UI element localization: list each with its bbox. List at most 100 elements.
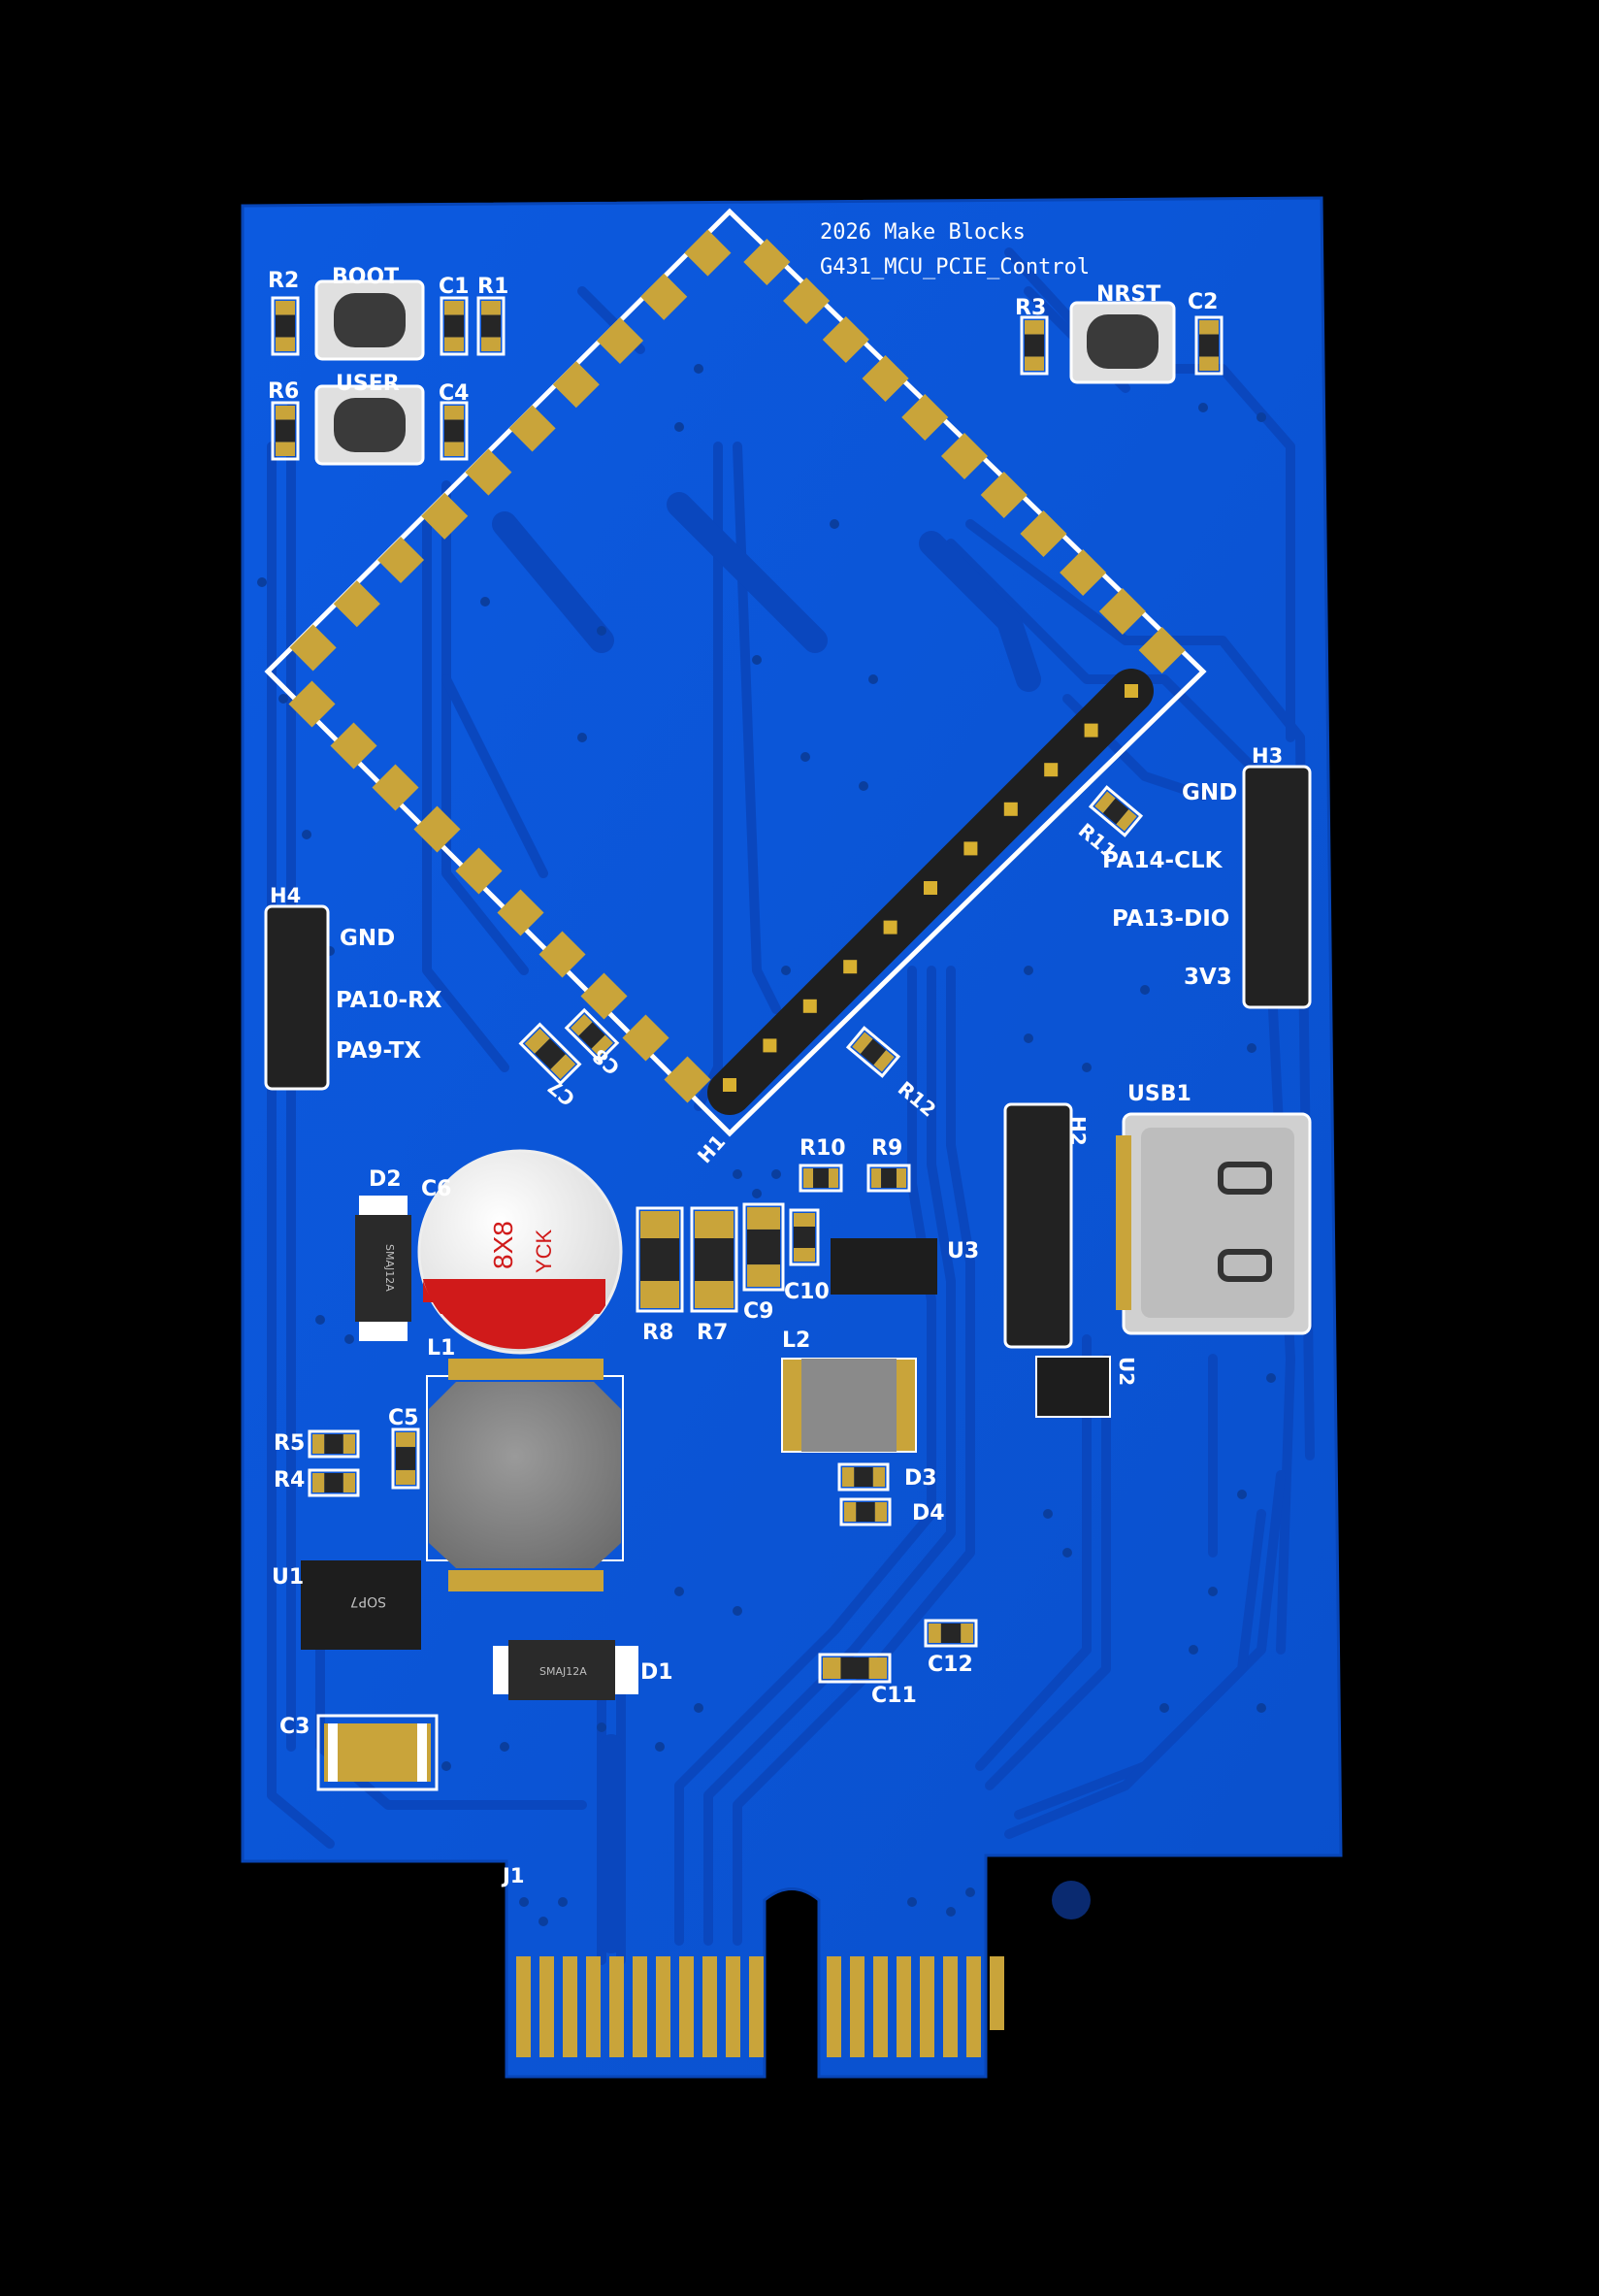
smd-pad [276, 301, 295, 315]
smd-pad [852, 1032, 873, 1055]
smd-pad [1116, 808, 1137, 832]
pcie-finger [897, 1956, 911, 2057]
via [441, 1761, 451, 1771]
label-R4: R4 [274, 1468, 305, 1492]
label-C12: C12 [928, 1653, 973, 1677]
r7-resistor [690, 1206, 738, 1313]
module-pad [372, 764, 419, 811]
h3-pin-4: 3V3 [1184, 965, 1232, 990]
module-pad [552, 361, 600, 409]
module-pad [538, 931, 586, 978]
smd-pad [444, 406, 464, 420]
via [1024, 966, 1033, 975]
pcie-finger [943, 1956, 958, 2057]
smd-pad [640, 1211, 679, 1238]
u3-chip [831, 1238, 937, 1295]
smd-pad [868, 1657, 887, 1679]
via [859, 781, 868, 791]
smd-body [481, 314, 501, 338]
h4-pin-1: GND [340, 926, 395, 951]
r6-resistor [271, 401, 300, 461]
label-USER: USER [336, 372, 400, 396]
smd-pad [896, 1168, 906, 1188]
smd-body [854, 1467, 873, 1487]
smd-pad [961, 1624, 973, 1643]
label-USB1: USB1 [1127, 1082, 1191, 1106]
via [1140, 985, 1150, 995]
smd-body [444, 419, 464, 443]
label-C2: C2 [1188, 290, 1218, 314]
h4-pin-2: PA10-RX [336, 988, 442, 1013]
smd-body [640, 1238, 679, 1281]
h1-pin [1084, 723, 1098, 738]
smd-pad [396, 1432, 415, 1448]
smd-outline [271, 296, 300, 356]
r2-resistor [271, 296, 300, 356]
smd-pad [276, 442, 295, 456]
pcie-finger [749, 1956, 764, 2057]
smd-body [881, 1168, 897, 1188]
smd-outline [839, 1497, 892, 1526]
smd-pad [481, 337, 501, 351]
module-pad [940, 432, 989, 480]
user-button[interactable] [314, 384, 425, 466]
via [655, 1742, 665, 1752]
smd-outline [518, 1022, 582, 1086]
usb-c-connector[interactable] [1116, 1112, 1312, 1335]
smd-pad [1025, 320, 1044, 335]
cap-size-marking: 8X8 [488, 1221, 518, 1269]
label-R8: R8 [642, 1321, 673, 1345]
u1-marking: SOP7 [350, 1593, 386, 1609]
smd-pad [396, 1469, 415, 1485]
via [597, 626, 606, 636]
l2-inductor [781, 1358, 917, 1453]
via [907, 1897, 917, 1907]
label-D2: D2 [369, 1167, 402, 1192]
smd-pad [571, 1014, 593, 1036]
module-pad [330, 722, 377, 770]
via [694, 1703, 703, 1713]
r1-resistor [476, 296, 506, 356]
smd-outline [789, 1208, 820, 1266]
label-D3: D3 [904, 1466, 937, 1491]
smd-pad [802, 1168, 814, 1188]
boot-button[interactable] [314, 279, 425, 361]
smd-outline [1088, 785, 1144, 837]
c2-capacitor [1194, 315, 1224, 376]
smd-body [535, 1038, 566, 1069]
via [558, 1897, 568, 1907]
label-L1: L1 [427, 1336, 455, 1361]
smd-outline [440, 401, 469, 461]
wide-trace-layer [492, 492, 1041, 1953]
via [1266, 1373, 1276, 1383]
nrst-button[interactable] [1069, 301, 1176, 384]
smd-body [840, 1657, 869, 1679]
electrolytic-capacitor [417, 1149, 623, 1355]
smd-outline [1020, 315, 1049, 376]
smd-body [276, 314, 295, 338]
smd-pad [640, 1281, 679, 1308]
pcie-finger [850, 1956, 865, 2057]
smd-pad [822, 1657, 841, 1679]
smd-body [1102, 798, 1129, 825]
module-pad [421, 492, 469, 540]
h3-pin-3: PA13-DIO [1112, 906, 1229, 932]
c8-capacitor [564, 1007, 620, 1064]
smd-pad [747, 1264, 780, 1287]
smd-body [444, 314, 464, 338]
c7-capacitor [518, 1022, 582, 1086]
module-pad [333, 580, 380, 628]
label-J1: J1 [501, 1864, 524, 1887]
smd-outline [690, 1206, 738, 1313]
smd-outline [742, 1202, 785, 1292]
via [1256, 412, 1266, 422]
smd-pad [311, 1434, 325, 1454]
h2-header [1003, 1102, 1073, 1349]
via [800, 752, 810, 762]
label-D1: D1 [640, 1660, 673, 1685]
via [1247, 1043, 1256, 1053]
mcu-module-pads [288, 229, 1186, 1103]
r3-resistor [1020, 315, 1049, 376]
smd-outline [1194, 315, 1224, 376]
